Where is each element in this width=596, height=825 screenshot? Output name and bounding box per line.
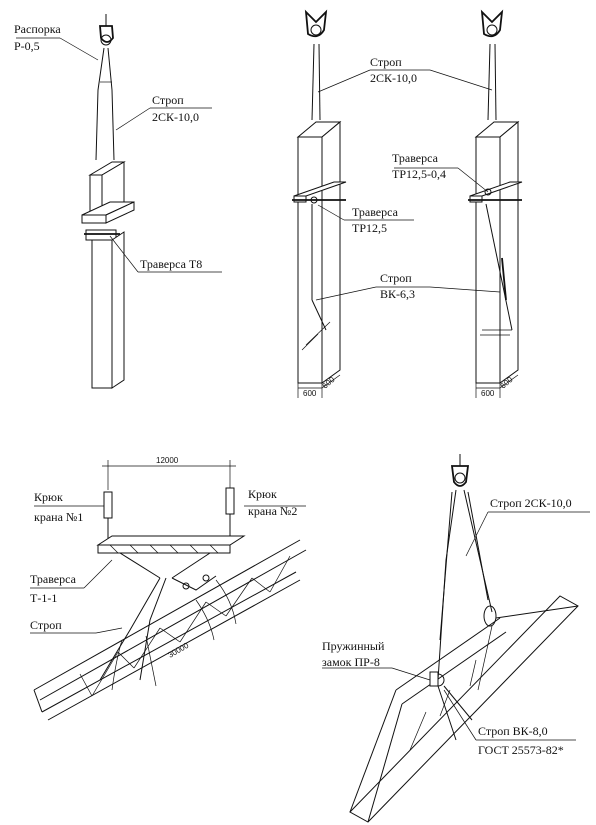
panel-columns-tr125: 600 600 600 600 xyxy=(292,9,523,398)
column-left: 600 600 xyxy=(292,120,347,398)
crane-hook-icon xyxy=(450,454,470,487)
leader-sling-2sk xyxy=(317,69,371,93)
dim-left-width: 600 xyxy=(303,389,317,398)
label-beam-left: Траверса xyxy=(352,205,399,219)
truss: 30000 xyxy=(33,539,307,721)
column-right: 600 600 xyxy=(468,120,523,398)
label-sling: Строп xyxy=(152,93,184,107)
crane-hook-icon xyxy=(304,9,328,38)
crane-hook-1-icon xyxy=(103,491,113,540)
label-beam-left-code: ТР12,5 xyxy=(352,221,387,235)
sling-ropes xyxy=(95,47,115,161)
crane-hook-icon xyxy=(99,14,114,46)
dim-span: 12000 xyxy=(156,456,179,465)
label-lock: Пружинный xyxy=(322,639,385,653)
label-spreader-code: Р-0,5 xyxy=(14,39,40,53)
leader-spreader xyxy=(59,37,99,61)
panel-truss-spring-lock: Строп 2СК-10,0 Пружинный замок ПР-8 Стро… xyxy=(322,454,590,823)
label-beam-t11: Траверса xyxy=(30,572,77,586)
label-beam-t11-code: Т-1-1 xyxy=(30,591,57,605)
spring-lock-icon xyxy=(429,671,445,687)
sling-wrap-icon xyxy=(483,605,497,627)
truss-slings xyxy=(99,574,237,691)
slings-2sk xyxy=(437,489,493,681)
label-sling-2sk: Строп xyxy=(370,55,402,69)
label-lock-code: замок ПР-8 xyxy=(322,655,380,669)
label-sling-top: Строп 2СК-10,0 xyxy=(490,496,572,510)
crane-hook-2-icon xyxy=(225,487,235,536)
label-sling-vk: Строп xyxy=(380,271,412,285)
label-hook2-b: крана №2 xyxy=(248,504,297,518)
label-hook1-b: крана №1 xyxy=(34,510,83,524)
dim-truss: 30000 xyxy=(167,641,191,660)
label-beam-right: Траверса xyxy=(392,151,439,165)
label-beam-right-code: ТР12,5-0,4 xyxy=(392,167,446,181)
label-spreader: Распорка xyxy=(14,22,61,36)
column xyxy=(81,161,135,389)
label-sling-c: Строп xyxy=(30,618,62,632)
leader-sling xyxy=(115,107,151,131)
truss-d xyxy=(349,595,579,823)
label-sling-code: 2СК-10,0 xyxy=(152,110,199,124)
crane-hook-icon xyxy=(480,9,504,38)
leader-beam xyxy=(109,235,139,273)
panel-column-t8: Распорка Р-0,5 Строп 2СК-10,0 Траверса Т… xyxy=(14,14,222,389)
traverse-beam xyxy=(96,535,246,579)
label-hook1: Крюк xyxy=(34,490,63,504)
label-hook2: Крюк xyxy=(248,487,277,501)
panel-truss-two-cranes: 12000 xyxy=(30,456,307,721)
label-beam-t8: Траверса Т8 xyxy=(140,257,202,271)
label-sling-vk-code: ВК-6,3 xyxy=(380,287,415,301)
dim-right-width: 600 xyxy=(481,389,495,398)
label-sling-2sk-code: 2СК-10,0 xyxy=(370,71,417,85)
label-sling-bottom: Строп ВК-8,0 xyxy=(478,724,548,738)
label-gost: ГОСТ 25573-82* xyxy=(478,743,564,757)
